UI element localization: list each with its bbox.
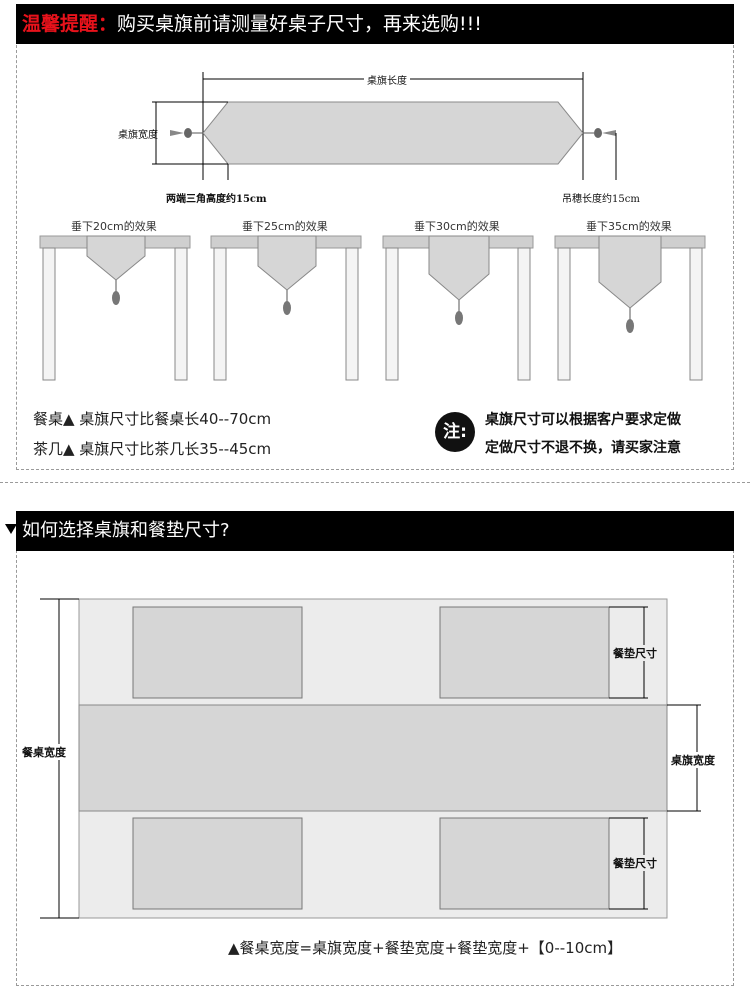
note-icon-char: 注: xyxy=(443,422,467,442)
drop-caption: 垂下25cm的效果 xyxy=(242,220,328,233)
width-formula: ▲餐桌宽度=桌旗宽度+餐垫宽度+餐垫宽度+【0--10cm】 xyxy=(228,939,623,957)
drop-caption: 垂下20cm的效果 xyxy=(71,220,157,233)
right-tassel-icon xyxy=(583,128,616,138)
note-line-2: 定做尺寸不退不换，请买家注意 xyxy=(485,440,681,456)
placemat-top-left xyxy=(132,606,303,699)
tip-bar: 温馨提醒：购买桌旗前请测量好桌子尺寸，再来选购!!! xyxy=(16,4,734,44)
table-runner xyxy=(78,704,668,812)
section-divider xyxy=(0,482,750,483)
mat-size-label-bottom: 餐垫尺寸 xyxy=(613,855,657,871)
tassel-icon xyxy=(112,291,120,305)
tassel-icon xyxy=(283,301,291,315)
note-line-1: 桌旗尺寸可以根据客户要求定做 xyxy=(485,412,681,428)
triangle-height-label: 两端三角高度约15cm xyxy=(166,194,267,205)
rule-coffee-table: 茶几▲ 桌旗尺寸比茶几长35--45cm xyxy=(33,440,272,458)
tip-text: 购买桌旗前请测量好桌子尺寸，再来选购!!! xyxy=(117,13,482,35)
section2-title: 如何选择桌旗和餐垫尺寸? xyxy=(22,520,230,541)
tip-label: 温馨提醒： xyxy=(22,13,118,35)
runner-width-label-2: 桌旗宽度 xyxy=(671,752,715,768)
rule-dining-table: 餐桌▲ 桌旗尺寸比餐桌长40--70cm xyxy=(33,410,272,428)
mat-size-label-top: 餐垫尺寸 xyxy=(613,645,657,661)
drop-example-3: 垂下30cm的效果 xyxy=(382,216,534,382)
runner-length-label: 桌旗长度 xyxy=(364,72,410,87)
drop-caption: 垂下35cm的效果 xyxy=(586,220,672,233)
drop-caption: 垂下30cm的效果 xyxy=(414,220,500,233)
tassel-icon xyxy=(626,319,634,333)
left-tassel-icon xyxy=(170,128,203,138)
placemat-top-right xyxy=(439,606,610,699)
tassel-icon xyxy=(455,311,463,325)
placemat-bottom-left xyxy=(132,817,303,910)
runner-diagram xyxy=(152,72,617,180)
placemat-bottom-right xyxy=(439,817,610,910)
drop-example-4: 垂下35cm的效果 xyxy=(554,216,706,382)
section2-title-bar: 如何选择桌旗和餐垫尺寸? xyxy=(16,511,734,551)
drop-example-2: 垂下25cm的效果 xyxy=(210,216,362,382)
triangle-marker-icon xyxy=(5,524,17,534)
table-width-label: 餐桌宽度 xyxy=(22,744,66,760)
tassel-length-label: 吊穗长度约15cm xyxy=(562,194,640,205)
runner-width-label: 桌旗宽度 xyxy=(118,130,158,141)
note-icon: 注: xyxy=(435,412,475,452)
drop-example-1: 垂下20cm的效果 xyxy=(39,216,191,382)
